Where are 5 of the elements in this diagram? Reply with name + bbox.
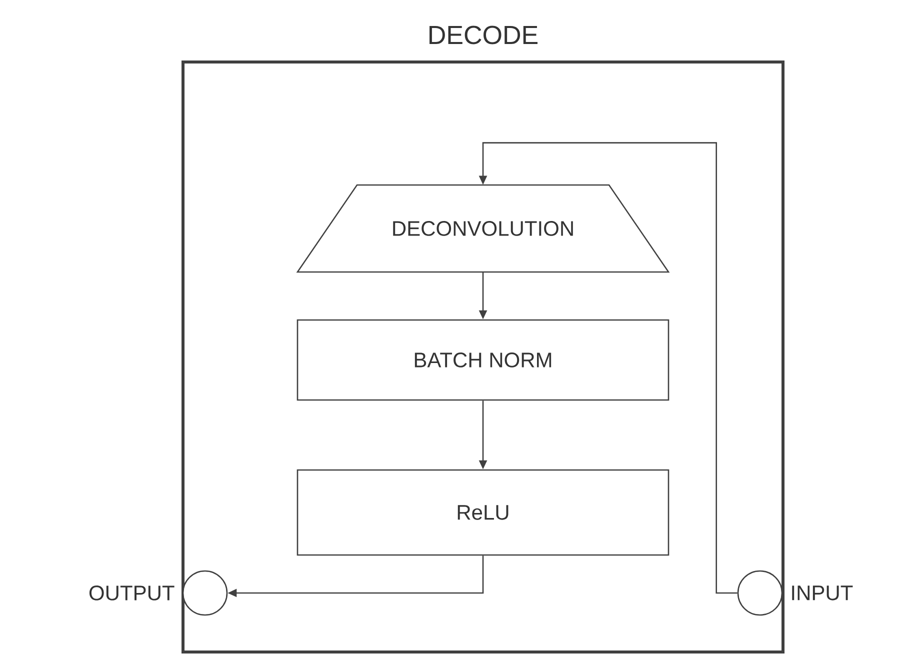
process-box: BATCH NORM [296,319,670,401]
block-title: DECODE [430,26,538,44]
process-box: ReLU [296,469,670,556]
port-label: INPUT [792,586,853,600]
port-label: OUTPUT [89,586,174,600]
